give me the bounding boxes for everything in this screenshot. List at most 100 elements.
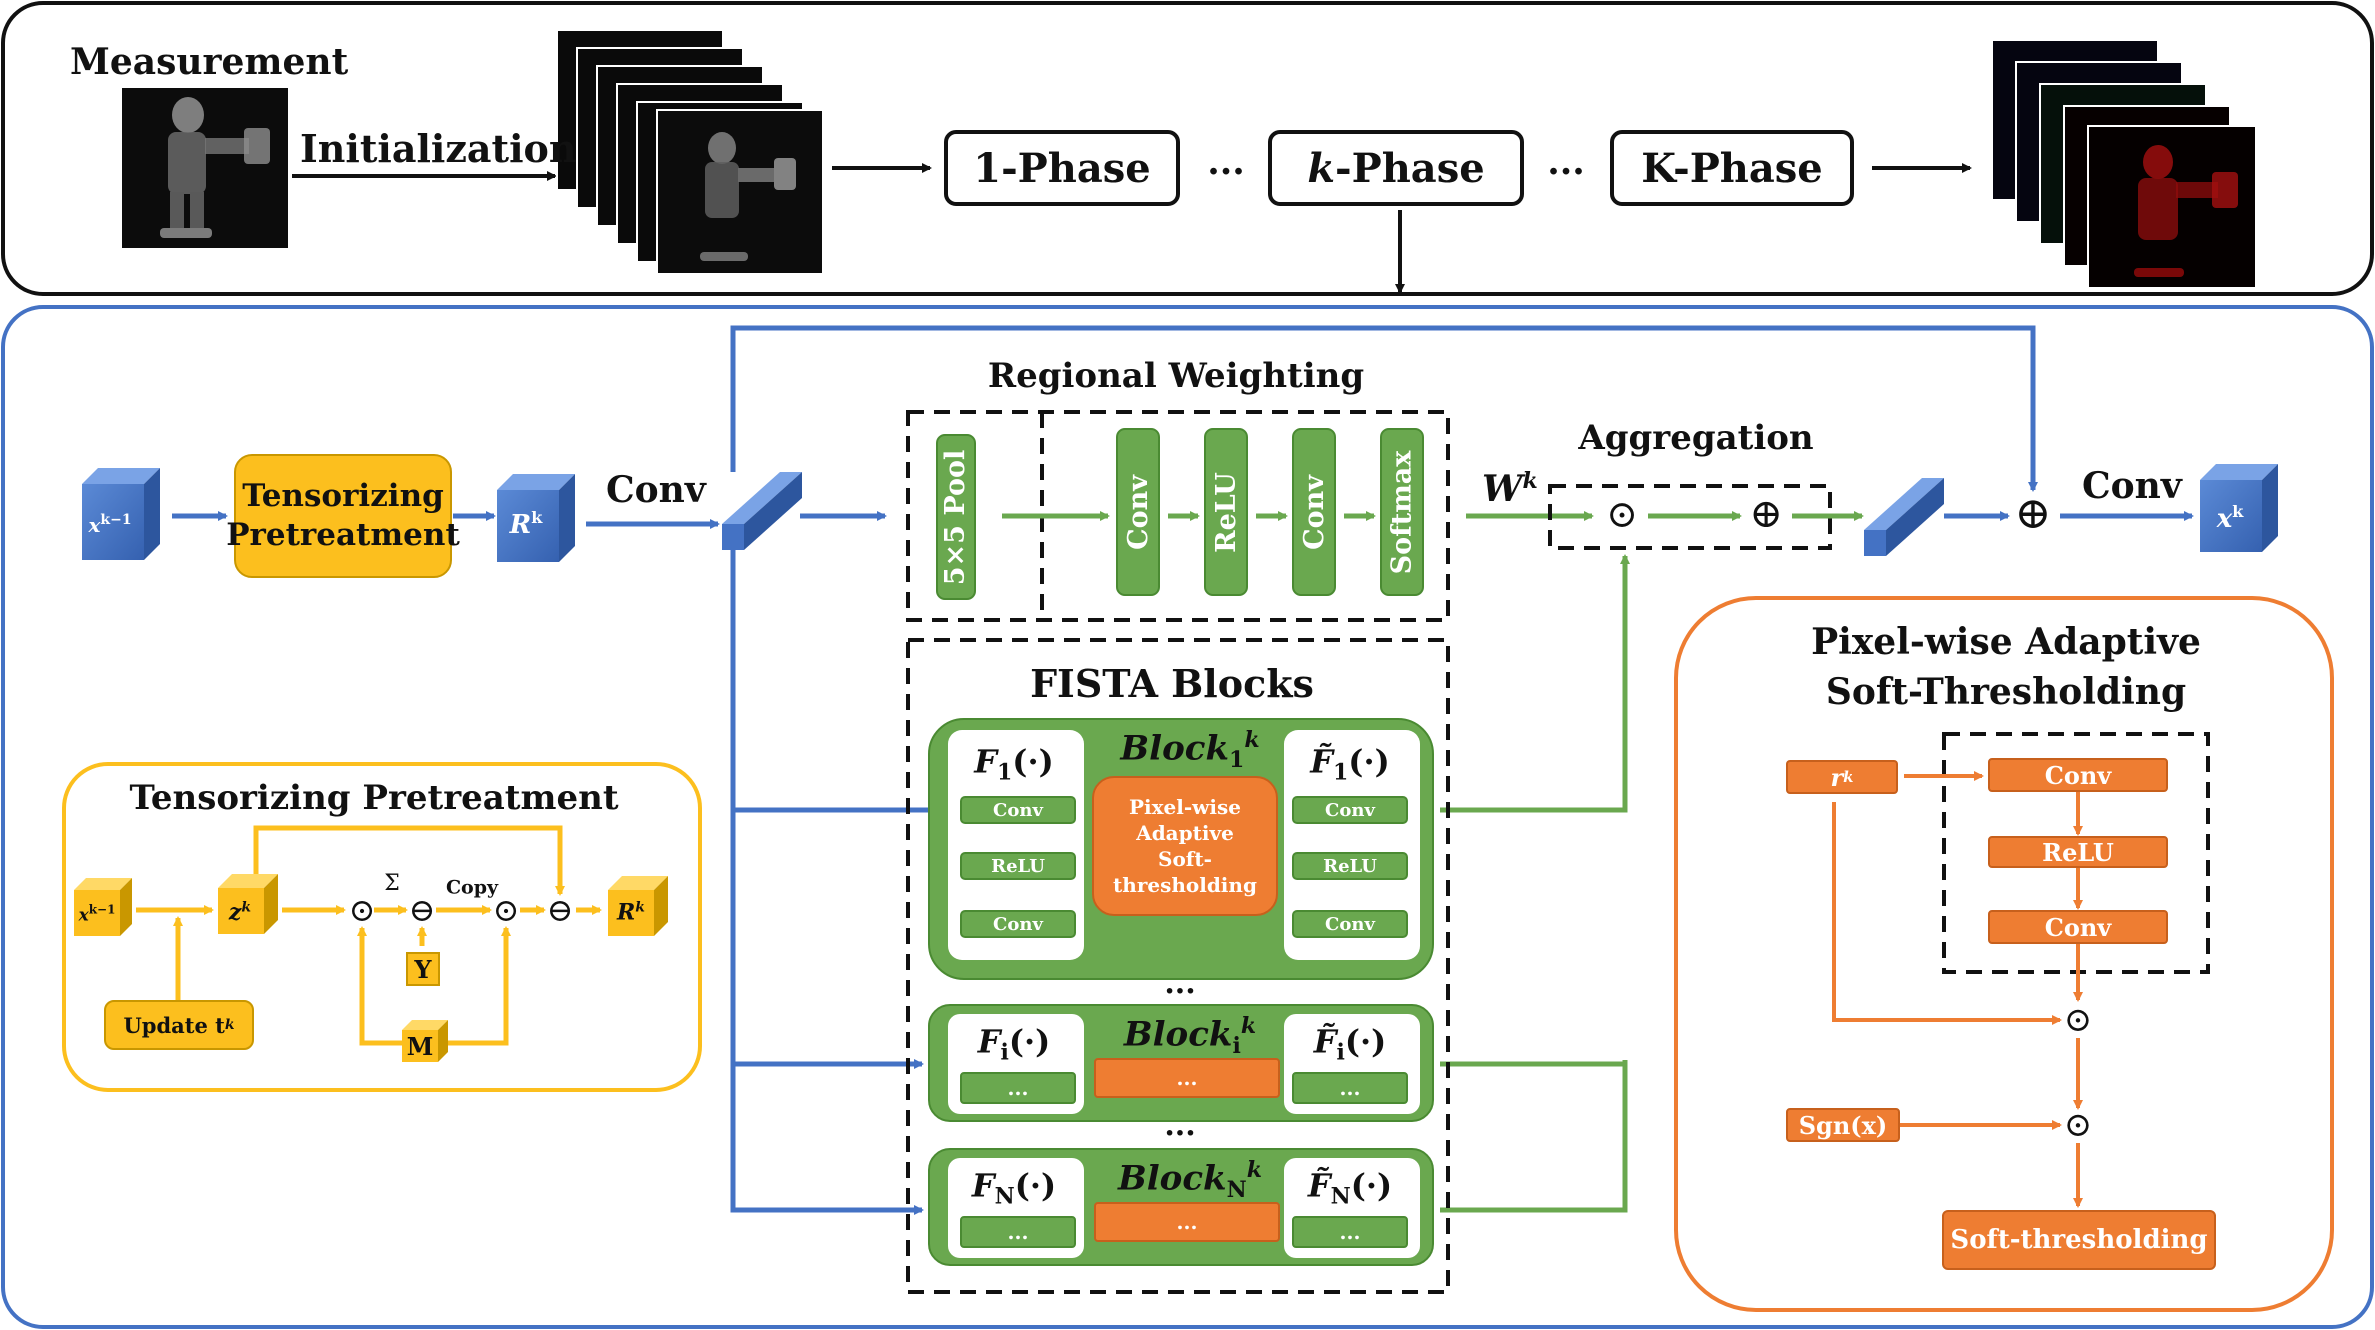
bn-center-ellipsis[interactable]: ... bbox=[1094, 1202, 1280, 1242]
update-t-sup: k bbox=[224, 1017, 235, 1033]
fista-frame bbox=[906, 638, 1450, 1294]
rw-relu-layer[interactable]: ReLU bbox=[1204, 428, 1248, 596]
bn-right-ellipsis[interactable]: ... bbox=[1292, 1216, 1408, 1248]
b1-pwast-box[interactable]: Pixel-wise Adaptive Soft- thresholding bbox=[1092, 776, 1278, 916]
blockn-f-left-arg: (·) bbox=[1014, 1166, 1057, 1205]
bn-right-dots: ... bbox=[1339, 1220, 1361, 1244]
blocki-f-left: Fi(·) bbox=[978, 1022, 1051, 1065]
blockn-title: BlockNk bbox=[1118, 1157, 1262, 1203]
pwast-title-2: Soft-Thresholding bbox=[1825, 671, 2187, 713]
tensorizing-box[interactable]: Tensorizing Pretreatment bbox=[226, 454, 460, 578]
phase-1-box[interactable]: 1-Phase bbox=[944, 130, 1180, 206]
branch-trunk bbox=[730, 550, 924, 1215]
block1-word: Block bbox=[1120, 728, 1230, 769]
p-soft-thresholding-label: Soft-thresholding bbox=[1950, 1225, 2208, 1255]
phase-detail-frame bbox=[1, 305, 2374, 1329]
feature-slab-left bbox=[722, 472, 802, 550]
b1-left-conv-1[interactable]: Conv bbox=[960, 796, 1076, 824]
blocki-f-right-var: F̃ bbox=[1313, 1022, 1337, 1061]
t-y-box[interactable]: Y bbox=[406, 952, 440, 986]
blocki-f-left-sub: i bbox=[1000, 1039, 1009, 1066]
bi-right-dots: ... bbox=[1339, 1076, 1361, 1100]
bi-left-dots: ... bbox=[1007, 1076, 1029, 1100]
blocki-f-right-arg: (·) bbox=[1344, 1022, 1387, 1061]
p-odot-icon-2: ⊙ bbox=[2063, 1105, 2093, 1145]
measurement-image bbox=[122, 88, 288, 248]
conv-right-label: Conv bbox=[2082, 465, 2182, 507]
phase-k-italic: k bbox=[1307, 144, 1336, 192]
blocki-f-left-arg: (·) bbox=[1008, 1022, 1051, 1061]
blocki-f-right-sub: i bbox=[1336, 1039, 1345, 1066]
x-prev-sup: k−1 bbox=[100, 512, 132, 529]
measurement-label: Measurement bbox=[70, 41, 349, 83]
t-z-k-var: z bbox=[228, 899, 242, 926]
rw-relu-label: ReLU bbox=[1210, 471, 1242, 553]
initialized-frame-stack bbox=[556, 29, 824, 275]
b1-right-relu[interactable]: ReLU bbox=[1292, 852, 1408, 880]
p-sgn-box[interactable]: Sgn(x) bbox=[1786, 1108, 1900, 1142]
bi-left-ellipsis[interactable]: ... bbox=[960, 1072, 1076, 1104]
vdots-2: ··· bbox=[1164, 1116, 1196, 1151]
cube-t-m bbox=[402, 1020, 448, 1062]
block1-title: Block1k bbox=[1120, 727, 1259, 773]
rw-conv-layer-2[interactable]: Conv bbox=[1292, 428, 1336, 596]
bi-right-ellipsis[interactable]: ... bbox=[1292, 1072, 1408, 1104]
b1-right-relu-label: ReLU bbox=[1323, 855, 1377, 877]
block1-f-left-sub: 1 bbox=[996, 759, 1013, 786]
p-conv-1-label: Conv bbox=[2044, 760, 2112, 790]
t-x-prev-label: xk−1 bbox=[79, 904, 116, 925]
rw-conv-layer-1[interactable]: Conv bbox=[1116, 428, 1160, 596]
tensorizing-frame bbox=[62, 762, 702, 1092]
b1-left-conv-2-label: Conv bbox=[993, 913, 1043, 935]
b1-left-conv-2[interactable]: Conv bbox=[960, 910, 1076, 938]
blockn-word: Block bbox=[1118, 1158, 1227, 1199]
blocki-f-right: F̃i(·) bbox=[1314, 1022, 1387, 1065]
regional-weighting-title: Regional Weighting bbox=[987, 356, 1365, 396]
rw-softmax-layer[interactable]: Softmax bbox=[1380, 428, 1424, 596]
p-soft-thresholding-box[interactable]: Soft-thresholding bbox=[1942, 1210, 2216, 1270]
t-r-k-var: R bbox=[617, 899, 636, 926]
x-k-label: xk bbox=[2217, 504, 2244, 532]
t-r-k-sup: k bbox=[635, 899, 645, 916]
block1-f-right-sub: 1 bbox=[1332, 759, 1349, 786]
b1-right-conv-2-label: Conv bbox=[1325, 913, 1375, 935]
conv-left-label: Conv bbox=[606, 469, 706, 511]
block1-f-right: F̃1(·) bbox=[1310, 742, 1389, 785]
p-relu[interactable]: ReLU bbox=[1988, 836, 2168, 868]
p-relu-label: ReLU bbox=[2042, 837, 2114, 867]
bi-center-ellipsis[interactable]: ... bbox=[1094, 1058, 1280, 1098]
block1-f-right-arg: (·) bbox=[1348, 742, 1390, 781]
feature-slab-right bbox=[1864, 478, 1944, 556]
p-skip bbox=[1832, 802, 2062, 1025]
t-ominus-icon-2: ⊖ bbox=[546, 891, 574, 929]
rw-softmax-label: Softmax bbox=[1386, 450, 1418, 574]
p-conv-1[interactable]: Conv bbox=[1988, 758, 2168, 792]
p-conv-2[interactable]: Conv bbox=[1988, 910, 2168, 944]
tensorizing-box-label: Tensorizing Pretreatment bbox=[226, 478, 460, 553]
block1-sup: k bbox=[1244, 726, 1260, 753]
phase-k-rest: -Phase bbox=[1335, 144, 1485, 192]
t-sum-label: Σ bbox=[384, 871, 400, 896]
ellipsis-1: ··· bbox=[1207, 151, 1245, 193]
b1-left-relu[interactable]: ReLU bbox=[960, 852, 1076, 880]
p-r-k-sup: k bbox=[1843, 768, 1854, 786]
b1-right-conv-2[interactable]: Conv bbox=[1292, 910, 1408, 938]
w-k-var: W bbox=[1482, 468, 1523, 510]
phase-k-box[interactable]: k-Phase bbox=[1268, 130, 1524, 206]
t-m-right bbox=[442, 926, 511, 1046]
b1-left-relu-label: ReLU bbox=[991, 855, 1045, 877]
block1-f-left: F1(·) bbox=[974, 742, 1053, 785]
rw-conv-label-2: Conv bbox=[1298, 474, 1330, 550]
bn-left-ellipsis[interactable]: ... bbox=[960, 1216, 1076, 1248]
blockn-f-right: F̃N(·) bbox=[1308, 1166, 1392, 1209]
rw-pool-layer[interactable]: 5×5 Pool bbox=[936, 434, 976, 600]
w-k-label: Wk bbox=[1482, 470, 1538, 507]
t-m-left bbox=[357, 926, 402, 1046]
phase-1-label: 1-Phase bbox=[973, 144, 1151, 192]
t-z-k-label: zk bbox=[229, 900, 251, 923]
phase-K-box[interactable]: K-Phase bbox=[1610, 130, 1854, 206]
b1-right-conv-1[interactable]: Conv bbox=[1292, 796, 1408, 824]
rw-conv-label-1: Conv bbox=[1122, 474, 1154, 550]
